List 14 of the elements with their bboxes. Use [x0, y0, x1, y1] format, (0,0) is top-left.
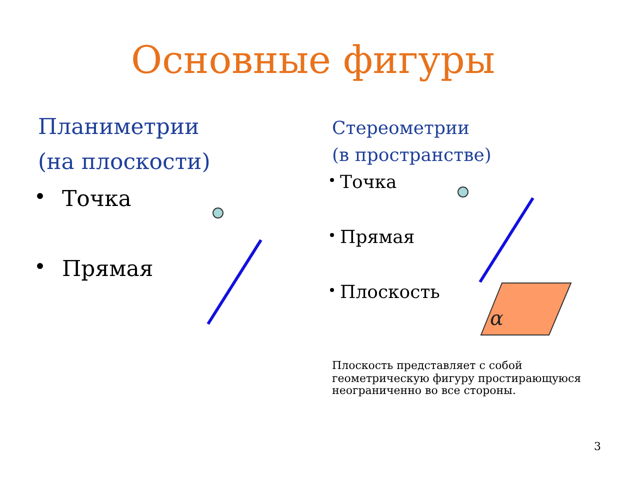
- page-number: 3: [594, 440, 601, 454]
- bullet-item: Точка: [62, 187, 132, 214]
- note-text: Плоскость представляет с собой геометрическую фигуру простирающуюся неограниченно во все стороны.: [332, 360, 582, 398]
- section-heading: (на плоскости): [38, 150, 210, 176]
- section-heading: (в пространстве): [332, 145, 492, 167]
- plane-parallelogram: [480, 282, 572, 336]
- bullet-item: Прямая: [62, 257, 154, 284]
- bullet-item: Прямая: [340, 227, 415, 249]
- bullet-item: Плоскость: [340, 282, 440, 304]
- section-heading: Планиметрии: [38, 115, 200, 142]
- bullet-item: Точка: [340, 172, 397, 194]
- plane-label: α: [490, 306, 504, 330]
- slide-title: Основные фигуры: [130, 38, 496, 84]
- section-heading: Стереометрии: [332, 118, 470, 140]
